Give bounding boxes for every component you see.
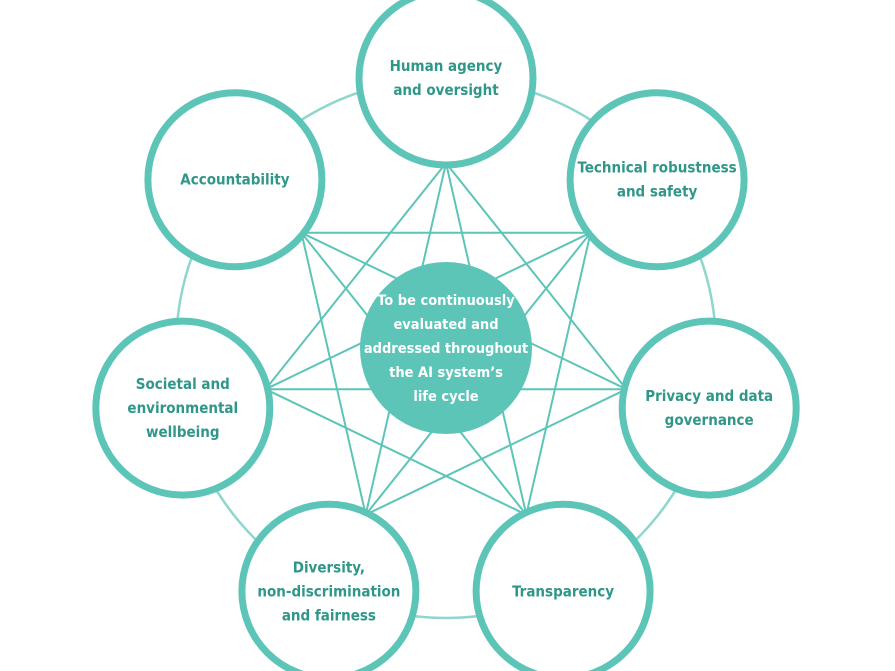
node-label-line: Human agency	[390, 57, 503, 75]
node-label: Accountability	[180, 171, 289, 189]
node-label-line: wellbeing	[146, 423, 220, 441]
node-label-line: Accountability	[180, 171, 289, 189]
center-label-line: To be continuously	[377, 293, 515, 309]
center-label-line: addressed throughout	[364, 341, 528, 357]
connector-line	[300, 232, 367, 515]
connector-line	[265, 388, 527, 516]
center-label-line: the AI system’s	[389, 365, 503, 381]
node-circle	[618, 317, 800, 499]
node-label-line: Transparency	[512, 582, 614, 600]
node-accountability: Accountability	[144, 89, 326, 271]
node-technical-robustness: Technical robustness and safety	[566, 89, 748, 271]
node-diversity: Diversity, non-discrimination and fairness	[238, 500, 420, 671]
node-circle	[566, 89, 748, 271]
center-label-line: life cycle	[413, 389, 478, 405]
node-circle	[355, 0, 537, 169]
center-disc	[360, 262, 532, 434]
node-label-line: non-discrimination	[257, 582, 400, 600]
node-circle	[238, 500, 420, 671]
node-label: Technical robustness and safety	[578, 159, 737, 201]
node-circle	[472, 500, 654, 671]
node-label-line: and fairness	[282, 606, 376, 624]
center-label-line: evaluated and	[393, 317, 498, 333]
node-label-line: Technical robustness	[578, 159, 737, 177]
node-label-line: and safety	[617, 183, 698, 201]
node-privacy: Privacy and data governance	[618, 317, 800, 499]
connector-line	[365, 388, 627, 516]
node-label-line: governance	[665, 411, 754, 429]
node-label: Transparency	[512, 582, 614, 600]
connector-line	[264, 162, 447, 390]
node-societal: Societal and environmental wellbeing	[92, 317, 274, 499]
connector-line	[525, 232, 592, 515]
node-label: Societal and environmental wellbeing	[127, 375, 238, 441]
node-label-line: Privacy and data	[645, 387, 773, 405]
node-label: Human agency and oversight	[390, 57, 503, 99]
center-label: To be continuously evaluated and addressed…	[364, 293, 528, 405]
node-label-line: environmental	[127, 399, 238, 417]
node-label-line: Societal and	[136, 375, 230, 393]
node-circle	[144, 89, 326, 271]
node-label: Privacy and data governance	[645, 387, 773, 429]
node-label-line: Diversity,	[293, 558, 365, 576]
node-label: Diversity, non-discrimination and fairness	[257, 558, 400, 624]
node-human-agency: Human agency and oversight	[355, 0, 537, 169]
node-label-line: and oversight	[393, 81, 499, 99]
connector-line	[445, 162, 628, 390]
node-circle	[92, 317, 274, 499]
node-transparency: Transparency	[472, 500, 654, 671]
center-circle: To be continuously evaluated and addressed…	[360, 262, 532, 434]
